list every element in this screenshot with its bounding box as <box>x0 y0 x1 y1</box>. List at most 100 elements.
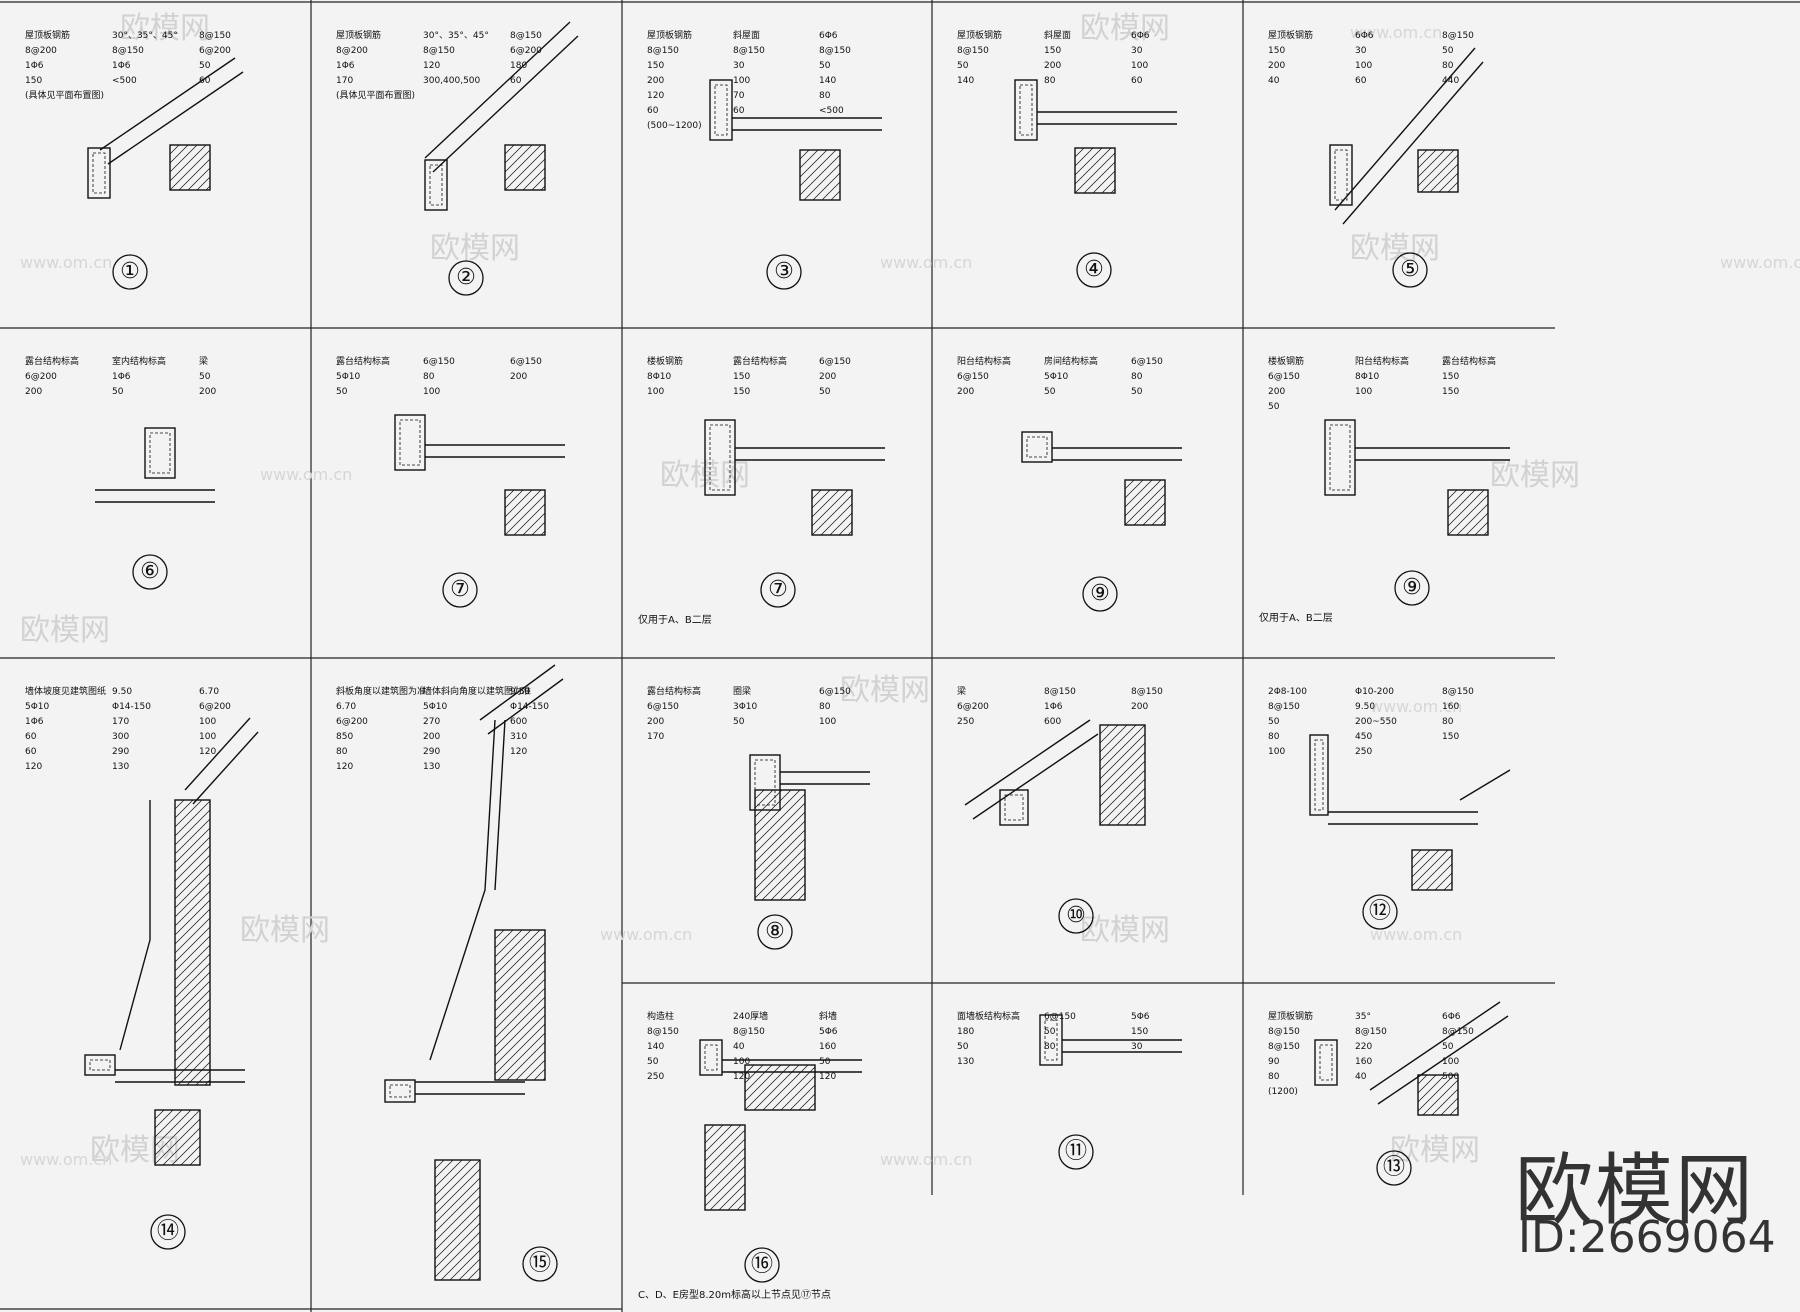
detail-number-ring <box>760 572 796 608</box>
hatched-wall <box>1124 479 1166 526</box>
detail-number-ring <box>132 554 168 590</box>
dimension-note: 屋顶板钢筋 <box>1268 31 1314 41</box>
dimension-note: 130 <box>423 762 441 772</box>
dimension-note: 180 <box>957 1027 975 1037</box>
dimension-note: 6@150 <box>423 357 455 367</box>
dimension-note: 8@150 <box>510 31 542 41</box>
hatched-wall <box>154 1109 201 1166</box>
rebar-cage <box>1019 84 1033 136</box>
dimension-note: 35° <box>1355 1012 1371 1022</box>
dimension-note: 100 <box>423 387 441 397</box>
dimension-note: 8@150 <box>423 46 455 56</box>
dimension-note: 100 <box>1131 61 1149 71</box>
dimension-note: 8@200 <box>25 46 57 56</box>
dimension-note: 100 <box>199 732 217 742</box>
hatched-wall <box>434 1159 481 1281</box>
dimension-note: 100 <box>1355 387 1373 397</box>
dimension-note: 80 <box>1044 76 1056 86</box>
watermark-text: 欧模网 <box>430 231 520 266</box>
dimension-note: 290 <box>423 747 441 757</box>
hatched-wall <box>494 929 546 1081</box>
watermark-site: www.om.cn <box>1370 925 1462 944</box>
dimension-note: 150 <box>1442 387 1460 397</box>
dimension-note: 250 <box>1355 747 1373 757</box>
dimension-note: 8@150 <box>1268 1042 1300 1052</box>
dimension-note: 1Φ6 <box>112 372 131 382</box>
watermark-site: www.om.cn <box>880 1150 972 1169</box>
dimension-note: 180 <box>510 61 528 71</box>
dimension-note: <500 <box>819 106 844 116</box>
dimension-note: 220 <box>1355 1042 1373 1052</box>
watermark-text: 欧模网 <box>1080 11 1170 46</box>
dimension-note: 70 <box>733 91 745 101</box>
dimension-note: 150 <box>25 76 43 86</box>
detail-number-ring <box>1394 570 1430 606</box>
dimension-note: 60 <box>1131 76 1143 86</box>
detail-number: ⑥ <box>140 559 160 584</box>
dimension-note: 50 <box>819 61 831 71</box>
gutter-section <box>87 147 111 199</box>
watermark-site: www.om.cn <box>1720 253 1800 272</box>
dimension-note: 50 <box>957 61 969 71</box>
watermark-text: 欧模网 <box>1490 458 1580 493</box>
dimension-note: 构造柱 <box>647 1012 675 1022</box>
watermark-site: www.om.cn <box>600 925 692 944</box>
sloped-slab <box>424 21 571 159</box>
dimension-note: 50 <box>199 61 211 71</box>
dimension-note: 170 <box>647 732 665 742</box>
dimension-note: 50 <box>819 387 831 397</box>
detail-number: ① <box>120 259 140 284</box>
detail-number-ring <box>1058 898 1094 934</box>
dimension-note: 9.50 <box>112 687 133 697</box>
dimension-note: 3Φ10 <box>733 702 758 712</box>
hatched-wall <box>1099 724 1146 826</box>
watermark-text: 欧模网 <box>240 913 330 948</box>
dimension-note: 60 <box>25 732 37 742</box>
dimension-note: 露台结构标高 <box>647 687 702 697</box>
hatched-wall <box>504 489 546 536</box>
dimension-note: Φ14-150 <box>510 702 549 712</box>
dimension-note: 60 <box>25 747 37 757</box>
gutter-section <box>1314 1039 1338 1086</box>
dimension-note: 8@150 <box>1355 1027 1387 1037</box>
rebar-cage <box>92 152 106 194</box>
dimension-note: 850 <box>336 732 354 742</box>
gutter-section <box>84 1054 116 1076</box>
dimension-note: 200~550 <box>1355 717 1397 727</box>
dimension-note: 120 <box>819 1072 837 1082</box>
dimension-note: 8@150 <box>1442 31 1474 41</box>
rebar-cage <box>1026 436 1048 458</box>
dimension-note: 200 <box>199 387 217 397</box>
dimension-note: 6@150 <box>510 357 542 367</box>
dimension-note: 90 <box>1268 1057 1280 1067</box>
hatched-wall <box>174 799 211 1086</box>
dimension-note: 50 <box>1131 387 1143 397</box>
dimension-note: (500~1200) <box>647 121 702 131</box>
dimension-note: 30 <box>1131 46 1143 56</box>
hatched-wall <box>704 1124 746 1211</box>
dimension-note: 120 <box>510 747 528 757</box>
gutter-section <box>709 79 733 141</box>
detail-number-ring <box>1376 1150 1412 1186</box>
hatched-wall <box>744 1064 816 1111</box>
dimension-note: 5Φ10 <box>336 372 361 382</box>
dimension-note: 450 <box>1355 732 1373 742</box>
dimension-note: 墙体坡度见建筑图纸 <box>25 687 107 697</box>
dimension-note: 6Φ6 <box>819 31 838 41</box>
dimension-note: (1200) <box>1268 1087 1298 1097</box>
dimension-note: 6@200 <box>199 46 231 56</box>
rebar-cage <box>1329 424 1351 491</box>
dimension-note: 30°、35°、45° <box>112 31 178 41</box>
dimension-note: 40 <box>1268 76 1280 86</box>
dimension-note: 150 <box>733 387 751 397</box>
dimension-note: 8@150 <box>819 46 851 56</box>
detail-number-rings <box>112 252 1430 1283</box>
dimension-note: 80 <box>1268 732 1280 742</box>
detail-number: ③ <box>774 259 794 284</box>
dimension-note: 50 <box>733 717 745 727</box>
dimension-note: 1Φ6 <box>25 61 44 71</box>
dimension-note: 120 <box>733 1072 751 1082</box>
rebar-cage <box>714 84 728 136</box>
dimension-note: 40 <box>733 1042 745 1052</box>
dimension-note: 140 <box>957 76 975 86</box>
